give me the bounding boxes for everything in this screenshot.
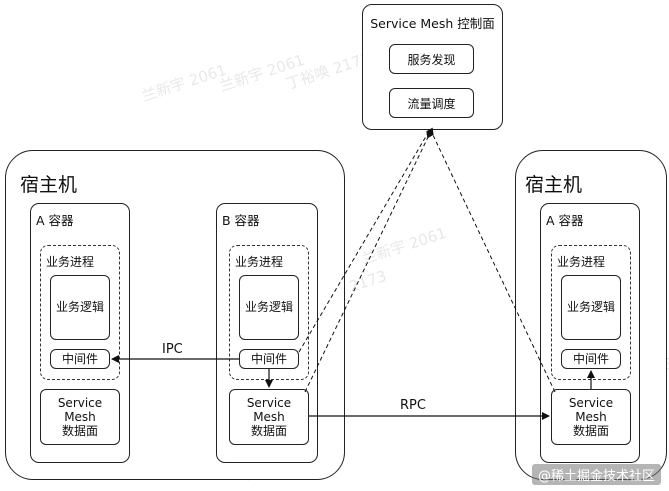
middleware-node: 中间件 [561, 349, 621, 369]
middleware-node: 中间件 [239, 349, 299, 369]
business-process-title: 业务进程 [235, 255, 284, 269]
business-logic-node: 业务逻辑 [561, 275, 621, 340]
watermark: 丁裕唤 2173 [283, 48, 373, 94]
watermark: 兰新宇 2061 [359, 223, 449, 269]
control-plane-title: Service Mesh 控制面 [370, 16, 495, 31]
traffic-scheduling-node: 流量调度 [389, 88, 474, 118]
ipc-label: IPC [162, 342, 183, 357]
container-title: A 容器 [546, 213, 584, 228]
container-title: A 容器 [36, 213, 74, 228]
mesh-data-plane-node: Service Mesh 数据面 [551, 389, 631, 445]
service-discovery-node: 服务发现 [389, 44, 474, 74]
middleware-node: 中间件 [50, 349, 110, 369]
business-logic-node: 业务逻辑 [50, 275, 110, 340]
mesh-data-plane-node: Service Mesh 数据面 [229, 389, 309, 445]
container-title: B 容器 [222, 213, 260, 228]
business-process-title: 业务进程 [557, 255, 606, 269]
footer-watermark: @稀土掘金技术社区 [531, 464, 661, 485]
watermark: 兰新宇 2061 [217, 50, 307, 96]
host-left-title: 宿主机 [20, 174, 78, 196]
watermark: 兰新宇 2061 [139, 60, 229, 106]
host-right-title: 宿主机 [525, 174, 583, 196]
business-process-title: 业务进程 [46, 255, 95, 269]
business-logic-node: 业务逻辑 [239, 275, 299, 340]
rpc-label: RPC [400, 398, 426, 413]
mesh-data-plane-node: Service Mesh 数据面 [40, 389, 120, 445]
